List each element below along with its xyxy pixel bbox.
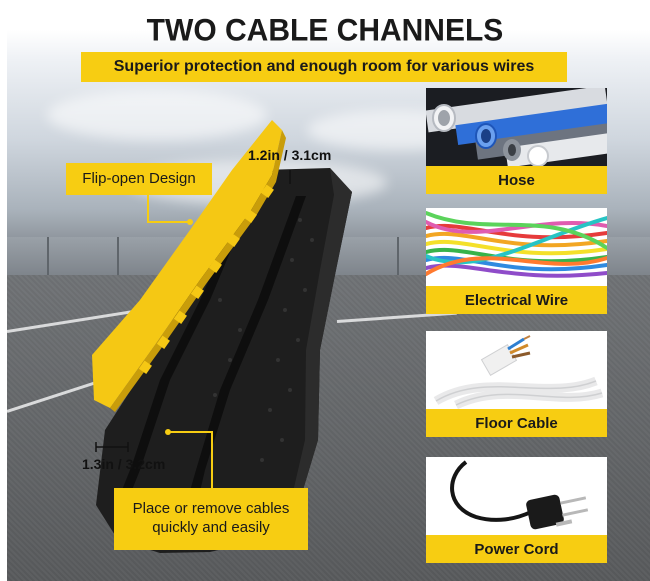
- flip-open-label: Flip-open Design: [82, 169, 196, 187]
- subtitle-banner: Superior protection and enough room for …: [81, 52, 567, 82]
- power-plug-image: [426, 457, 607, 535]
- cable-label-hose: Hose: [426, 166, 607, 194]
- page-title: TWO CABLE CHANNELS: [146, 13, 504, 48]
- cable-label-power-cord: Power Cord: [426, 535, 607, 563]
- place-remove-callout: Place or remove cables quickly and easil…: [114, 488, 308, 550]
- channel-right: [188, 196, 306, 500]
- white-cable-image: [426, 331, 607, 409]
- place-remove-label: Place or remove cables quickly and easil…: [132, 500, 290, 536]
- protector-side-face: [290, 168, 352, 505]
- yellow-lid-edge: [110, 130, 286, 412]
- cable-card-electrical-wire: Electrical Wire: [426, 208, 607, 314]
- pvc-pipes-image: [426, 88, 607, 166]
- protector-body: [96, 168, 352, 553]
- colored-wires-image: [426, 208, 607, 286]
- hinge-bumps: [138, 184, 274, 374]
- yellow-lid: [92, 120, 282, 408]
- width-dimension-label: 1.3in / 3.2cm: [82, 456, 166, 472]
- place-remove-leader: [170, 431, 213, 490]
- flip-open-leader: [147, 192, 188, 223]
- channel-left: [120, 200, 252, 500]
- subtitle-text: Superior protection and enough room for …: [113, 58, 535, 75]
- cable-card-floor-cable: Floor Cable: [426, 331, 607, 437]
- height-dimension-label: 1.2in / 3.1cm: [248, 147, 332, 163]
- cable-card-hose: Hose: [426, 88, 607, 194]
- cable-label-floor-cable: Floor Cable: [426, 409, 607, 437]
- cable-label-electrical-wire: Electrical Wire: [426, 286, 607, 314]
- cable-card-power-cord: Power Cord: [426, 457, 607, 563]
- flip-open-callout: Flip-open Design: [66, 163, 212, 195]
